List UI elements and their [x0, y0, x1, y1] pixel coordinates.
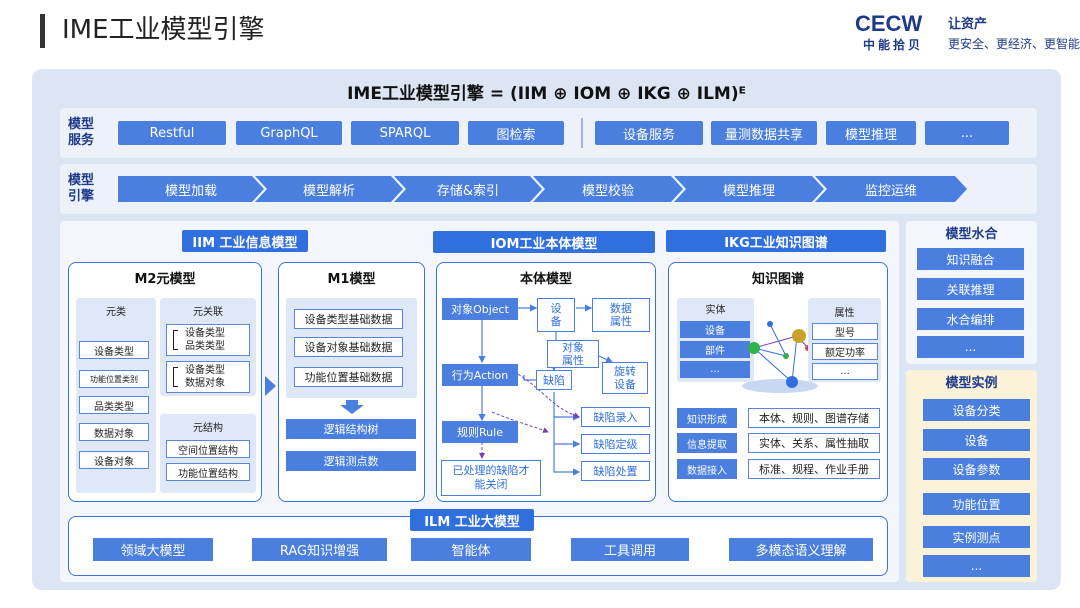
ilm-title: ILM 工业大模型 — [410, 509, 534, 531]
meta-class-item: 设备类型 — [79, 341, 149, 359]
meta-class-item: 数据对象 — [79, 423, 149, 441]
engine-step-validate[interactable]: 模型校验 — [533, 176, 683, 202]
meta-class-item: 品类类型 — [79, 396, 149, 414]
defect-grading: 缺陷定级 — [581, 434, 650, 454]
engine-formula: IME工业模型引擎 = (IIM ⊕ IOM ⊕ IKG ⊕ ILM)ᴱ — [347, 83, 746, 104]
attribute-header: 属性 — [834, 307, 855, 319]
logic-measure-points: 逻辑测点数 — [286, 451, 416, 471]
entity-item: 部件 — [680, 341, 750, 358]
attribute-item: 额定功率 — [812, 343, 878, 360]
meta-class-item: 功能位置类别 — [79, 370, 149, 388]
instance-item: ... — [923, 555, 1030, 577]
page-title: IME工业模型引擎 — [62, 15, 265, 45]
m2-title: M2元模型 — [134, 271, 196, 287]
entity-header: 实体 — [705, 304, 726, 316]
kg-row-value: 本体、规则、图谱存储 — [748, 408, 880, 428]
svg-text:CECW: CECW — [855, 11, 922, 35]
engine-step-monitor-ops[interactable]: 监控运维 — [815, 176, 967, 202]
instance-item: 实例测点 — [923, 526, 1030, 548]
logic-structure-tree: 逻辑结构树 — [286, 419, 416, 439]
arrow-right-icon — [265, 376, 276, 396]
fusion-item: 水合编排 — [917, 308, 1024, 330]
ontology-data-attr: 数据属性 — [592, 298, 650, 332]
ontology-rule: 规则Rule — [442, 421, 518, 443]
kg-row-label: 知识形成 — [677, 408, 737, 428]
entity-item: ... — [680, 361, 750, 378]
meta-class-item: 设备对象 — [79, 451, 149, 469]
kg-row-value: 标准、规程、作业手册 — [748, 459, 880, 479]
slogan-line-1: 让资产 — [948, 17, 988, 32]
service-more[interactable]: ... — [925, 121, 1009, 145]
meta-struct-header: 元结构 — [193, 422, 223, 434]
ilm-item-domain-model: 领域大模型 — [93, 538, 213, 561]
instance-item: 设备参数 — [923, 458, 1030, 480]
m1-item: 功能位置基础数据 — [294, 367, 403, 387]
attribute-item: 型号 — [812, 323, 878, 340]
model-engine-label: 模型引擎 — [68, 173, 95, 204]
engine-step-inference[interactable]: 模型推理 — [674, 176, 824, 202]
fusion-item: 关联推理 — [917, 278, 1024, 300]
engine-step-parse[interactable]: 模型解析 — [255, 176, 403, 202]
fusion-title: 模型水合 — [945, 226, 998, 242]
kg-row-label: 数据接入 — [677, 459, 737, 479]
ontology-action: 行为Action — [442, 364, 518, 386]
defect-close-rule: 已处理的缺陷才能关闭 — [441, 460, 541, 496]
fusion-item: 知识融合 — [917, 248, 1024, 270]
service-measurement-sharing[interactable]: 量测数据共享 — [711, 121, 817, 145]
service-sparql[interactable]: SPARQL — [351, 121, 459, 145]
instance-item: 功能位置 — [923, 493, 1030, 515]
ilm-item-tool-use: 工具调用 — [571, 538, 689, 561]
ilm-item-agent: 智能体 — [411, 538, 531, 561]
slogan-line-2: 更安全、更经济、更智能 — [948, 37, 1080, 51]
service-model-inference[interactable]: 模型推理 — [826, 121, 916, 145]
iim-title: IIM 工业信息模型 — [182, 230, 308, 252]
service-graph-search[interactable]: 图检索 — [468, 121, 564, 145]
cecw-logo: CECW — [855, 11, 931, 36]
model-service-label: 模型服务 — [68, 117, 95, 148]
engine-step-load[interactable]: 模型加载 — [118, 176, 264, 202]
m1-item: 设备类型基础数据 — [294, 309, 403, 329]
meta-class-header: 元类 — [106, 306, 126, 318]
meta-struct-item: 功能位置结构 — [166, 463, 250, 481]
instance-item: 设备 — [923, 429, 1030, 451]
meta-assoc-header: 元关联 — [193, 306, 223, 318]
ikg-title: IKG工业知识图谱 — [666, 230, 886, 252]
attribute-item: ... — [812, 363, 878, 380]
service-restful[interactable]: Restful — [118, 121, 226, 145]
ontology-object: 对象Object — [442, 298, 518, 320]
m1-item: 设备对象基础数据 — [294, 337, 403, 357]
service-divider — [581, 118, 583, 148]
title-accent-bar — [40, 14, 45, 48]
meta-assoc-pair: 设备类型 数据对象 — [166, 361, 250, 393]
instance-item: 设备分类 — [923, 399, 1030, 421]
service-graphql[interactable]: GraphQL — [236, 121, 342, 145]
ilm-item-multimodal: 多模态语义理解 — [729, 538, 873, 561]
logo-subtitle: 中能拾贝 — [863, 38, 924, 52]
iom-title: IOM工业本体模型 — [433, 231, 655, 253]
meta-assoc-pair: 设备类型 品类类型 — [166, 324, 250, 356]
ontology-rotating-device: 旋转设备 — [602, 362, 648, 394]
arrow-down-icon — [340, 399, 364, 414]
knowledge-graph-title: 知识图谱 — [751, 271, 804, 287]
ilm-item-rag: RAG知识增强 — [252, 538, 387, 561]
graph-network-icon — [742, 321, 818, 393]
kg-row-value: 实体、关系、属性抽取 — [748, 433, 880, 453]
meta-struct-item: 空间位置结构 — [166, 440, 250, 458]
entity-item: 设备 — [680, 321, 750, 338]
ontology-device: 设备 — [537, 298, 575, 332]
kg-row-label: 信息提取 — [677, 433, 737, 453]
service-device[interactable]: 设备服务 — [595, 121, 703, 145]
fusion-item: ... — [917, 336, 1024, 358]
instance-title: 模型实例 — [945, 375, 998, 391]
engine-step-storage-index[interactable]: 存储&索引 — [394, 176, 542, 202]
defect-entry: 缺陷录入 — [581, 407, 650, 427]
ontology-object-attr: 对象属性 — [547, 340, 599, 368]
ontology-defect: 缺陷 — [536, 370, 572, 390]
defect-handling: 缺陷处置 — [581, 461, 650, 481]
ontology-title: 本体模型 — [519, 271, 572, 287]
m1-title: M1模型 — [327, 271, 376, 287]
